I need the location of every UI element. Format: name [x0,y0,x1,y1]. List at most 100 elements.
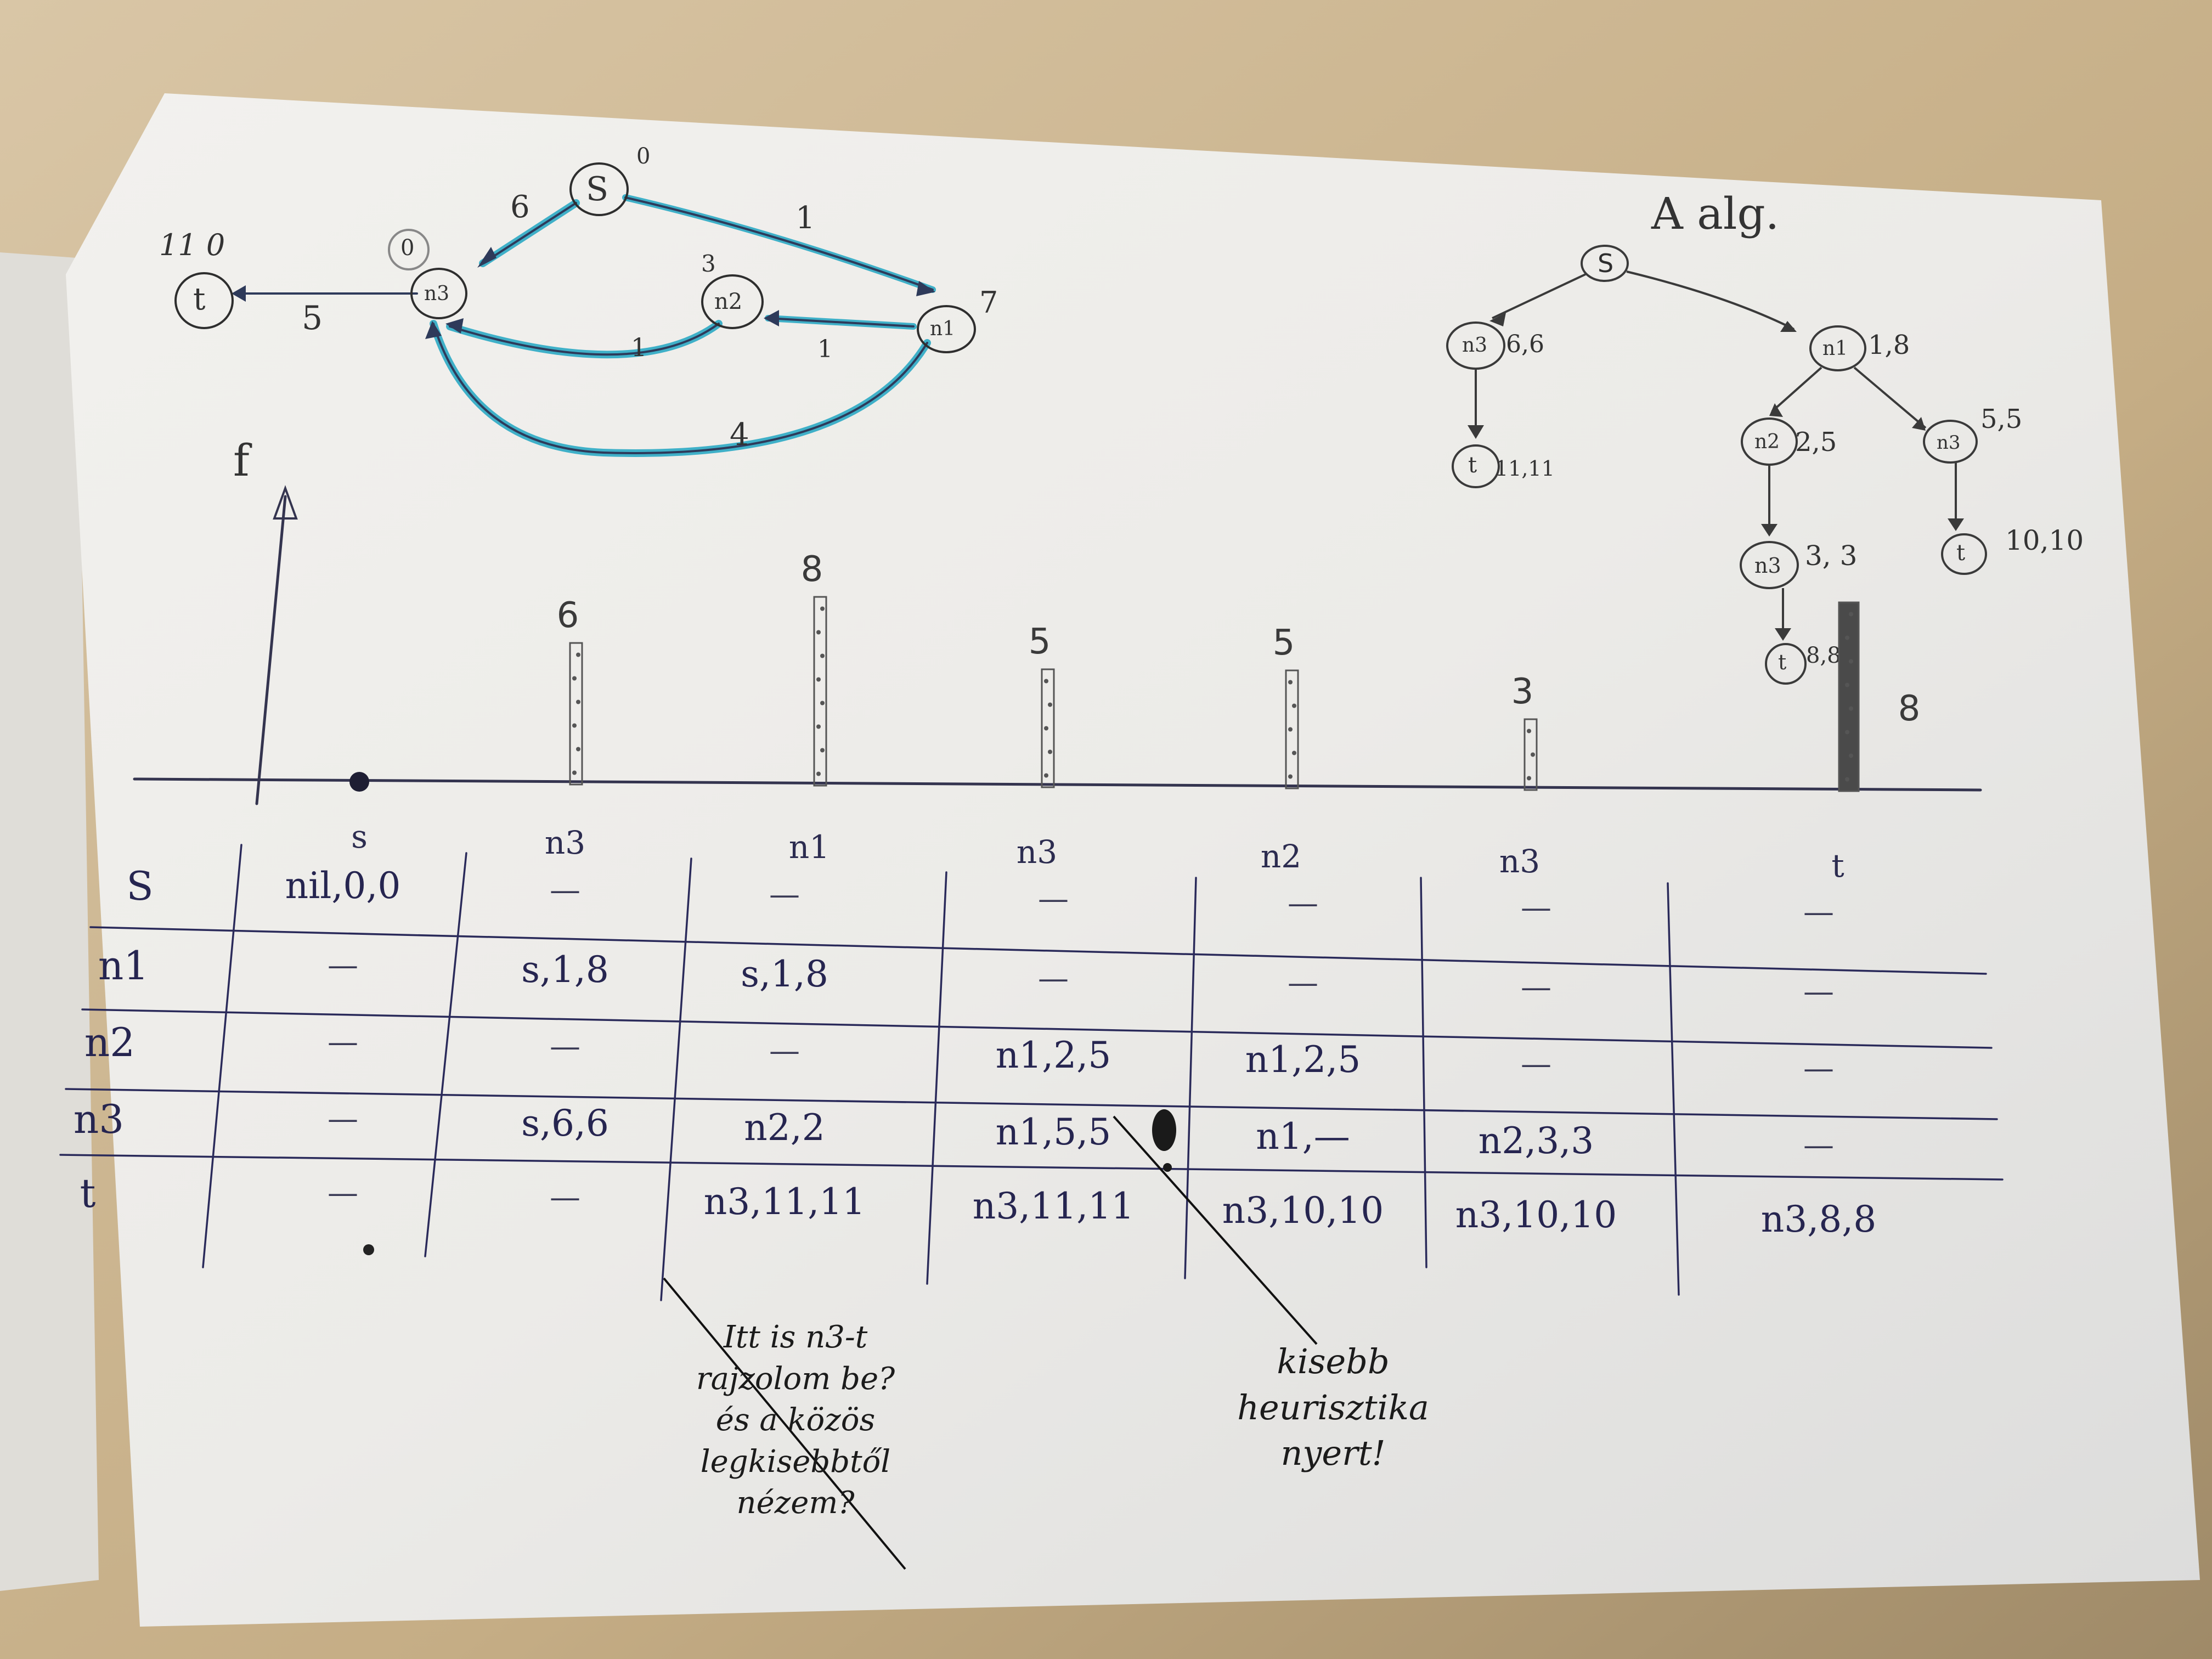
table-cell: — [769,1033,800,1069]
arrowhead-icon [477,247,496,268]
note-line: nézem? [736,1485,855,1521]
tree-node-value: 1,8 [1868,330,1910,360]
bar-dot [820,748,825,753]
bar-dot [1845,730,1849,735]
bar [813,596,827,787]
table-cell: n1,2,5 [995,1034,1111,1076]
y-axis [255,495,287,805]
graph-node-t [174,272,234,329]
graph-node-label: t [193,281,206,317]
arrowhead-icon [232,285,246,302]
bar-dot [1044,679,1048,684]
bar-dot [572,770,577,775]
edge-weight: 6 [510,189,530,225]
table-cell: — [769,877,800,912]
table-cell: — [1803,894,1834,930]
tree-node-value: 10,10 [2005,524,2084,556]
tree-node-value: 2,5 [1795,427,1837,458]
bar-dot [1849,659,1853,664]
bar-dot [1044,726,1048,731]
note-line: heurisztika [1237,1387,1429,1427]
bar-dot [820,701,825,706]
bar-dot [1048,749,1052,754]
graph-node-label: n1 [930,318,956,340]
bar-dot [1044,773,1048,778]
bar-dot [1531,752,1535,757]
bar-dot [820,653,825,658]
arrowhead-icon [764,310,779,326]
table-cell: — [1521,1046,1551,1082]
bar-value-label: 8 [1898,689,1921,729]
node-annotation: 3 [701,250,716,277]
x-category-label: s [351,818,368,855]
tree-root-label: S [1598,249,1613,278]
table-cell: — [1521,969,1551,1005]
table-cell: n1,— [1256,1115,1350,1158]
tree-node-value: 5,5 [1980,404,2023,435]
bar-dot [1288,680,1293,685]
arrowhead-icon [916,281,935,296]
tree-node-root [1581,245,1629,282]
table-cell: — [1038,881,1069,917]
y-axis-arrow-icon [273,485,298,520]
table-cell: s,1,8 [741,953,828,995]
table-cell: s,6,6 [521,1102,609,1144]
tree-node-value: 11,11 [1495,456,1555,481]
table-cell: n2,3,3 [1478,1120,1594,1162]
table-cell: n3,11,11 [703,1181,866,1223]
bar-dot [1845,777,1849,782]
x-category-label: n3 [1499,843,1541,880]
table-cell: n2,2 [744,1107,825,1149]
bar-dot [1845,682,1849,687]
note-line: kisebb [1277,1341,1390,1381]
edge-weight: 4 [730,417,749,453]
bar-dot [576,699,580,704]
y-axis-label: f [233,435,250,486]
tree-node-value: 6,6 [1506,330,1544,358]
tree-node [1765,643,1807,685]
pointer-line [1113,1115,1318,1345]
x-axis [133,777,1982,792]
bar-dot [1527,776,1531,781]
table-row-label: n1 [98,943,149,989]
graph-node-label: S [586,170,609,208]
bar-dot [1288,727,1293,732]
edge-weight: 1 [795,200,815,236]
arrowhead-icon [445,318,464,334]
table-cell: — [328,947,358,983]
bar [1041,668,1055,788]
bar [1838,601,1860,792]
edge-weight: 5 [302,299,323,337]
bar-dot [1527,729,1531,733]
table-cell: — [550,1180,580,1215]
table-row-label: n3 [73,1096,125,1142]
table-cell: — [1288,885,1318,921]
table-cell: — [328,1101,358,1137]
bar-value-label: 6 [556,595,579,636]
tree-node-label: t [1468,453,1477,478]
bar-dot [1292,751,1296,755]
bar [1285,669,1299,789]
bar-dot [1292,703,1296,708]
arrowhead-icon [425,321,442,339]
table-cell: — [1521,890,1551,926]
table-row-label: t [80,1170,96,1216]
tree-node-label: n2 [1754,431,1780,453]
table-cell: — [1038,961,1069,996]
note-line: legkisebbtől [700,1443,891,1480]
bar-dot [1849,753,1853,758]
tree-node-label: n3 [1754,554,1781,578]
paper-sheet [66,93,2200,1627]
tree-node-label: n3 [1462,334,1488,357]
bar-value-label: 3 [1511,672,1534,712]
table-cell: — [550,872,580,908]
graph-node-label: n3 [424,283,450,305]
bar-dot [1849,706,1853,711]
node-annotation: 0 [636,144,651,169]
table-cell: n1,5,5 [995,1111,1111,1153]
bar-dot [816,771,821,776]
graph-node-n3-mark [388,229,430,270]
